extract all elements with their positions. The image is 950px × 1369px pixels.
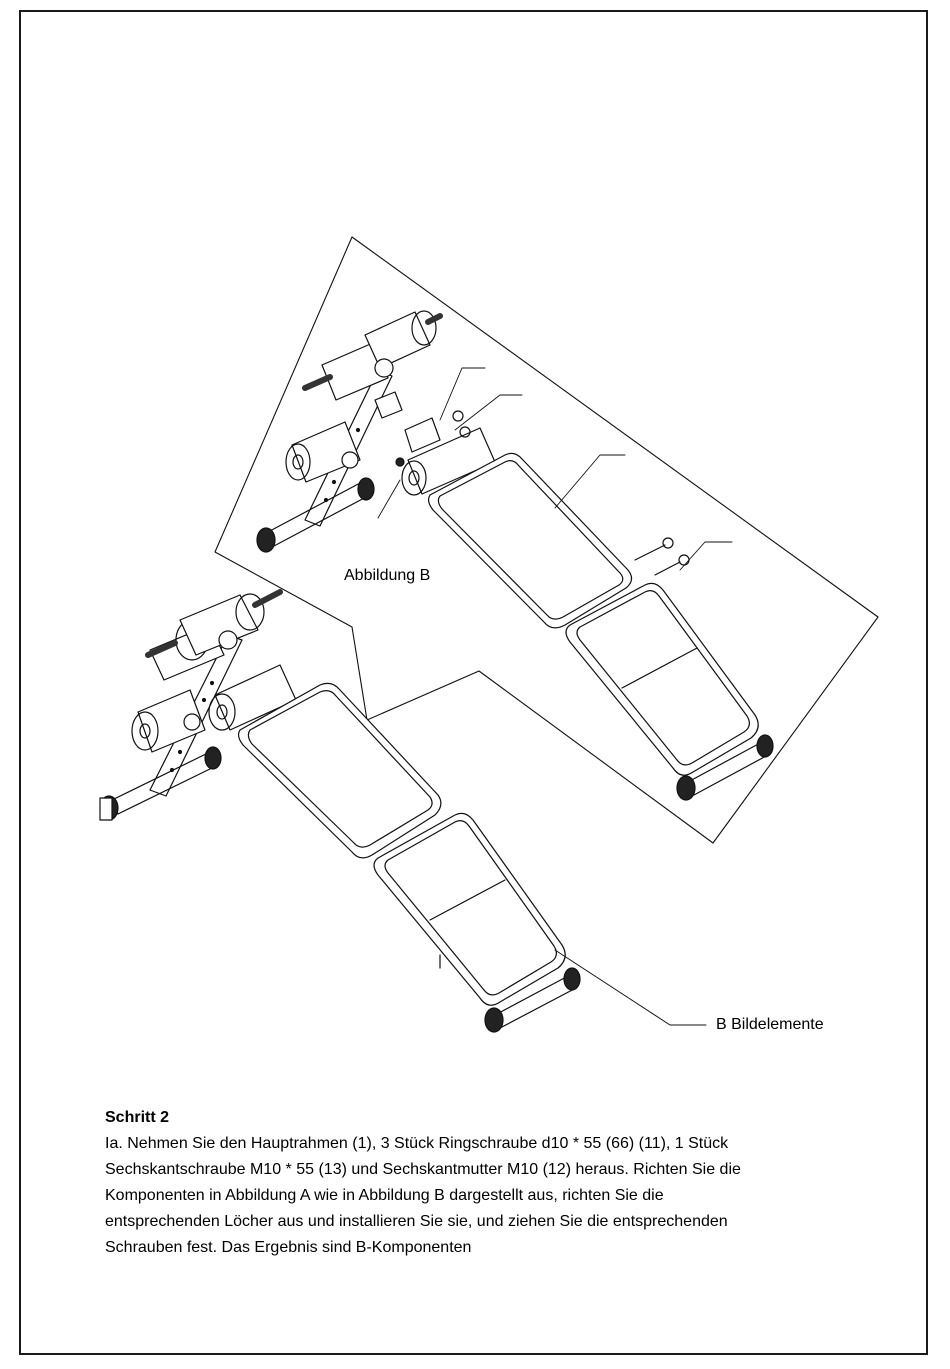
- inset-rear-foot-tube: [676, 734, 774, 801]
- lower-foam-rollers: [131, 664, 297, 753]
- upper-foam-rollers: [145, 589, 283, 681]
- inset-lower-rollers: [285, 421, 496, 496]
- inset-front-foot-tube: [256, 477, 375, 553]
- rear-foot-tube: [439, 954, 581, 1033]
- inset-upper-rollers: [302, 310, 443, 401]
- bench-main: [99, 589, 707, 1033]
- instruction-line: Sechskantschraube M10 * 55 (13) und Sech…: [105, 1161, 741, 1178]
- inset-seat-pad: [565, 582, 759, 776]
- parts-leader-line: [554, 949, 707, 1026]
- step-title: Schritt 2: [105, 1109, 170, 1126]
- instructions-block: Schritt 2 Ia. Nehmen Sie den Hauptrahmen…: [105, 1105, 865, 1261]
- instruction-line: entsprechenden Löcher aus und installier…: [105, 1213, 728, 1230]
- instruction-line: Schrauben fest. Das Ergebnis sind B-Komp…: [105, 1239, 472, 1256]
- bench-inset: [256, 310, 774, 801]
- instruction-line: Ia. Nehmen Sie den Hauptrahmen (1), 3 St…: [105, 1135, 729, 1152]
- page-frame: [19, 10, 928, 1355]
- front-foot-tube: [99, 746, 222, 821]
- parts-callout-label: B Bildelemente: [716, 1016, 824, 1033]
- back-pad: [237, 682, 442, 859]
- inset-figure-label: Abbildung B: [344, 567, 431, 584]
- instruction-line: Komponenten in Abbildung A wie in Abbild…: [105, 1187, 664, 1204]
- seat-pad: [373, 812, 566, 1006]
- inset-leader-lines: [377, 367, 733, 571]
- inset-outline: [214, 236, 879, 844]
- inset-back-pad: [427, 452, 633, 629]
- inset-bracket: [374, 391, 471, 467]
